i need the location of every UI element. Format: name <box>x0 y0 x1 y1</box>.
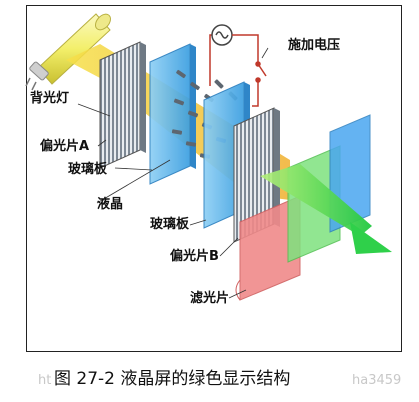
polarizer-a-panel <box>99 41 146 169</box>
liquid-crystal-label: 液晶 <box>97 197 124 212</box>
watermark-right: ha3459 <box>352 373 402 388</box>
output-arrow-icon <box>350 222 392 254</box>
glass-plate-1 <box>149 43 196 185</box>
backlight-label: 背光灯 <box>30 91 70 106</box>
backlight-tube <box>25 13 111 91</box>
polarizer-b-label: 偏光片B <box>170 249 219 264</box>
polarizer-a-label: 偏光片A <box>40 139 90 154</box>
filter-label: 滤光片 <box>190 291 230 306</box>
label-leader-lines <box>77 47 269 299</box>
watermark-left: ht <box>38 373 52 388</box>
glass-plate-2-label: 玻璃板 <box>150 217 190 232</box>
figure-caption: 图 27-2 液晶屏的绿色显示结构 <box>54 369 291 389</box>
voltage-circuit <box>209 24 267 107</box>
voltage-label: 施加电压 <box>288 38 341 53</box>
green-output-beam <box>260 164 372 236</box>
glass-plate-1-label: 玻璃板 <box>68 162 108 177</box>
polarizer-b-panel <box>233 107 280 243</box>
